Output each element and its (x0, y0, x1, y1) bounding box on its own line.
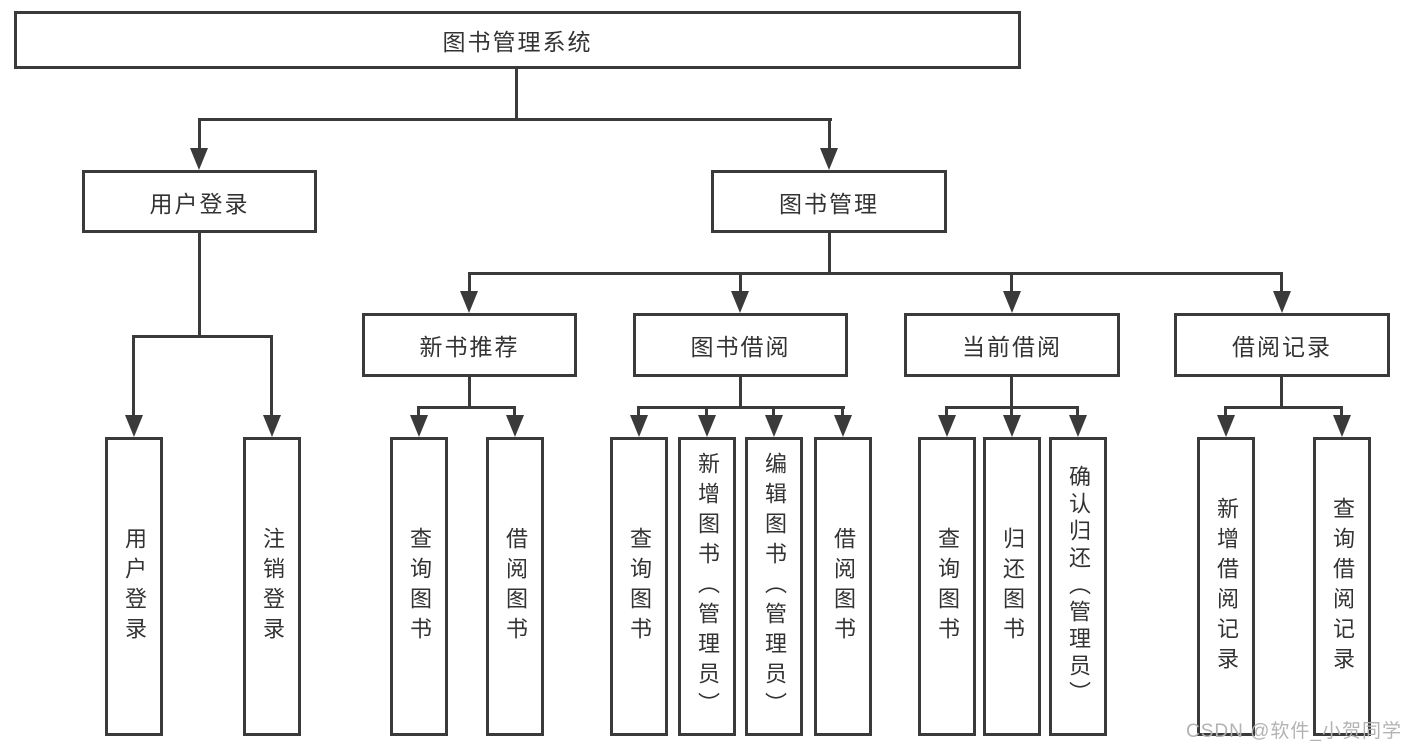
arrowhead-borrowing-records (1273, 291, 1291, 313)
leaf-query-books-recommend-label: 查询图书 (407, 526, 432, 647)
connector-drop-user-login (198, 118, 201, 151)
leaf-query-borrow-record: 查询借阅记录 (1313, 437, 1371, 736)
connector-new-book-recommend-bus (417, 406, 516, 409)
node-current-borrowing-label: 当前借阅 (962, 334, 1062, 360)
connector-user-login-bus (132, 335, 273, 338)
connector-drop-add-borrow-record (1224, 406, 1227, 417)
connector-drop-edit-books-admin (772, 406, 775, 417)
node-user-login-label: 用户登录 (149, 190, 250, 217)
arrowhead-book-borrowing (731, 291, 749, 313)
node-borrowing-records-label: 借阅记录 (1232, 334, 1332, 360)
node-root: 图书管理系统 (14, 11, 1021, 69)
connector-drop-query-books-current (945, 406, 948, 417)
arrowhead-leaf-logout (263, 415, 281, 437)
leaf-user-login-label: 用户登录 (122, 526, 147, 647)
leaf-query-books-current: 查询图书 (918, 437, 976, 736)
connector-drop-book-borrowing (739, 272, 742, 293)
arrowhead-query-books-recommend (410, 415, 428, 437)
connector-drop-book-management (828, 118, 831, 151)
leaf-logout: 注销登录 (243, 437, 301, 736)
leaf-confirm-return-admin-label: 确认归还（管理员） (1066, 465, 1091, 708)
node-current-borrowing: 当前借阅 (904, 313, 1120, 377)
leaf-add-borrow-record: 新增借阅记录 (1197, 437, 1255, 736)
node-book-management: 图书管理 (711, 170, 947, 233)
node-borrowing-records: 借阅记录 (1174, 313, 1390, 377)
leaf-edit-books-admin-label: 编辑图书（管理员） (762, 451, 787, 722)
node-new-book-recommend-label: 新书推荐 (419, 334, 520, 360)
arrowhead-add-borrow-record (1217, 415, 1235, 437)
csdn-watermark: CSDN @软件_小贺同学 (1186, 721, 1402, 742)
connector-drop-query-borrow-record (1340, 406, 1343, 417)
leaf-query-books-current-label: 查询图书 (935, 526, 960, 647)
leaf-user-login: 用户登录 (105, 437, 163, 736)
arrowhead-borrow-books-recommend (506, 415, 524, 437)
arrowhead-query-books-current (938, 415, 956, 437)
connector-user-login-stem (198, 233, 201, 337)
connector-drop-borrow-books (841, 406, 844, 417)
arrowhead-borrow-books (834, 415, 852, 437)
arrowhead-return-books (1003, 415, 1021, 437)
connector-drop-query-books-borrowing (637, 406, 640, 417)
arrowhead-book-management (820, 148, 838, 170)
node-user-login: 用户登录 (82, 170, 317, 233)
connector-drop-new-book-recommend (468, 272, 471, 293)
leaf-borrow-books: 借阅图书 (814, 437, 872, 736)
connector-drop-leaf-logout (270, 335, 273, 417)
leaf-borrow-books-recommend-label: 借阅图书 (503, 526, 528, 647)
arrowhead-query-books-borrowing (630, 415, 648, 437)
arrowhead-leaf-user-login (125, 415, 143, 437)
arrowhead-query-borrow-record (1333, 415, 1351, 437)
leaf-edit-books-admin: 编辑图书（管理员） (745, 437, 803, 736)
leaf-add-books-admin: 新增图书（管理员） (678, 437, 736, 736)
connector-book-management-stem (828, 233, 831, 274)
connector-root-stem (515, 69, 518, 121)
leaf-confirm-return-admin: 确认归还（管理员） (1049, 437, 1107, 736)
connector-level2-bus (198, 118, 832, 121)
connector-drop-borrowing-records (1280, 272, 1283, 293)
node-book-management-label: 图书管理 (779, 190, 879, 217)
connector-drop-query-books-recommend (417, 406, 420, 417)
node-book-borrowing: 图书借阅 (633, 313, 848, 377)
connector-drop-current-borrowing (1010, 272, 1013, 293)
connector-book-borrowing-stem (739, 377, 742, 408)
leaf-borrow-books-recommend: 借阅图书 (486, 437, 544, 736)
leaf-query-books-borrowing: 查询图书 (610, 437, 668, 736)
connector-book-borrowing-bus (637, 406, 845, 409)
connector-level3-bus (468, 272, 1283, 275)
arrowhead-add-books-admin (698, 415, 716, 437)
connector-new-book-recommend-stem (468, 377, 471, 408)
connector-drop-borrow-books-recommend (513, 406, 516, 417)
arrowhead-user-login (190, 148, 208, 170)
leaf-return-books: 归还图书 (983, 437, 1041, 736)
node-root-label: 图书管理系统 (442, 29, 593, 55)
leaf-query-borrow-record-label: 查询借阅记录 (1330, 496, 1355, 677)
leaf-add-books-admin-label: 新增图书（管理员） (695, 451, 720, 722)
arrowhead-confirm-return-admin (1069, 415, 1087, 437)
node-book-borrowing-label: 图书借阅 (690, 334, 791, 360)
connector-borrowing-records-bus (1224, 406, 1343, 409)
leaf-return-books-label: 归还图书 (1000, 526, 1025, 647)
arrowhead-edit-books-admin (765, 415, 783, 437)
connector-drop-leaf-user-login (132, 335, 135, 417)
leaf-logout-label: 注销登录 (260, 526, 285, 647)
leaf-borrow-books-label: 借阅图书 (831, 526, 856, 647)
connector-borrowing-records-stem (1280, 377, 1283, 408)
connector-current-borrowing-stem (1010, 377, 1013, 408)
node-new-book-recommend: 新书推荐 (362, 313, 577, 377)
arrowhead-new-book-recommend (460, 291, 478, 313)
leaf-query-books-recommend: 查询图书 (390, 437, 448, 736)
leaf-query-books-borrowing-label: 查询图书 (627, 526, 652, 647)
arrowhead-current-borrowing (1003, 291, 1021, 313)
connector-drop-add-books-admin (705, 406, 708, 417)
connector-drop-return-books (1010, 406, 1013, 417)
connector-drop-confirm-return-admin (1076, 406, 1079, 417)
leaf-add-borrow-record-label: 新增借阅记录 (1214, 496, 1239, 677)
